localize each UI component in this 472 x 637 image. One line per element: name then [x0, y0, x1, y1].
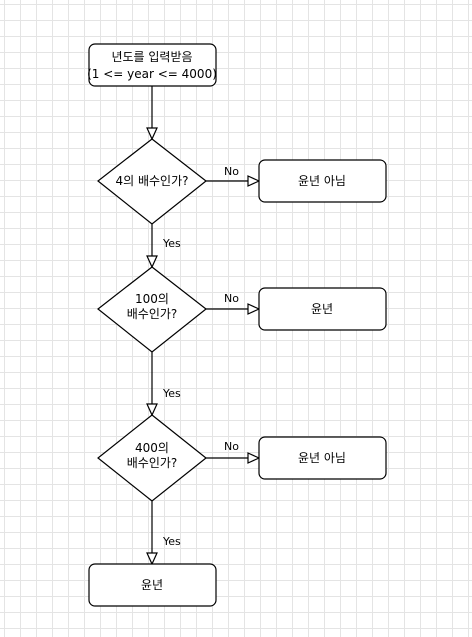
edge-label-yes: Yes [162, 237, 181, 250]
flowchart-edges [146, 86, 261, 566]
start-node: 년도를 입력받음 (1 <= year <= 4000) [87, 43, 217, 87]
result-node-3: 윤년 아님 [258, 436, 387, 480]
edge-label-yes: Yes [162, 387, 181, 400]
arrow-head [247, 175, 261, 187]
start-line-1: 년도를 입력받음 [111, 50, 192, 64]
decision-text-line-2: 배수인가? [127, 307, 178, 321]
decision-text-line-1: 400의 [135, 441, 169, 455]
result-box [258, 436, 387, 480]
decision-text: 4의 배수인가? [115, 174, 188, 188]
result-node-2: 윤년 [258, 287, 387, 331]
decision-diamond [97, 266, 207, 353]
result-box [88, 563, 217, 607]
decision-diamond [97, 138, 207, 225]
result-text: 윤년 아님 [298, 174, 346, 188]
edge-labels: No Yes No Yes No Yes [162, 165, 239, 548]
arrow-head [146, 403, 158, 417]
arrow-head [146, 255, 158, 269]
edge-label-yes: Yes [162, 535, 181, 548]
result-node-4: 윤년 [88, 563, 217, 607]
result-box [258, 159, 387, 203]
result-text: 윤년 [141, 578, 163, 592]
result-text: 윤년 아님 [298, 451, 346, 465]
arrow-head [146, 127, 158, 141]
edge-label-no: No [224, 165, 239, 178]
decision-diamond [97, 414, 207, 502]
decision-node-1: 4의 배수인가? [97, 138, 207, 225]
arrow-head [146, 552, 158, 566]
edge-label-no: No [224, 292, 239, 305]
edge-label-no: No [224, 440, 239, 453]
start-box [88, 43, 217, 87]
decision-node-2: 100의 배수인가? [97, 266, 207, 353]
arrow-head [247, 303, 261, 315]
arrow-head [247, 452, 261, 464]
result-box [258, 287, 387, 331]
result-text: 윤년 [311, 302, 333, 316]
decision-text-line-2: 배수인가? [127, 456, 178, 470]
result-node-1: 윤년 아님 [258, 159, 387, 203]
start-line-2: (1 <= year <= 4000) [87, 67, 217, 81]
decision-text-line-1: 100의 [135, 292, 169, 306]
decision-node-3: 400의 배수인가? [97, 414, 207, 502]
